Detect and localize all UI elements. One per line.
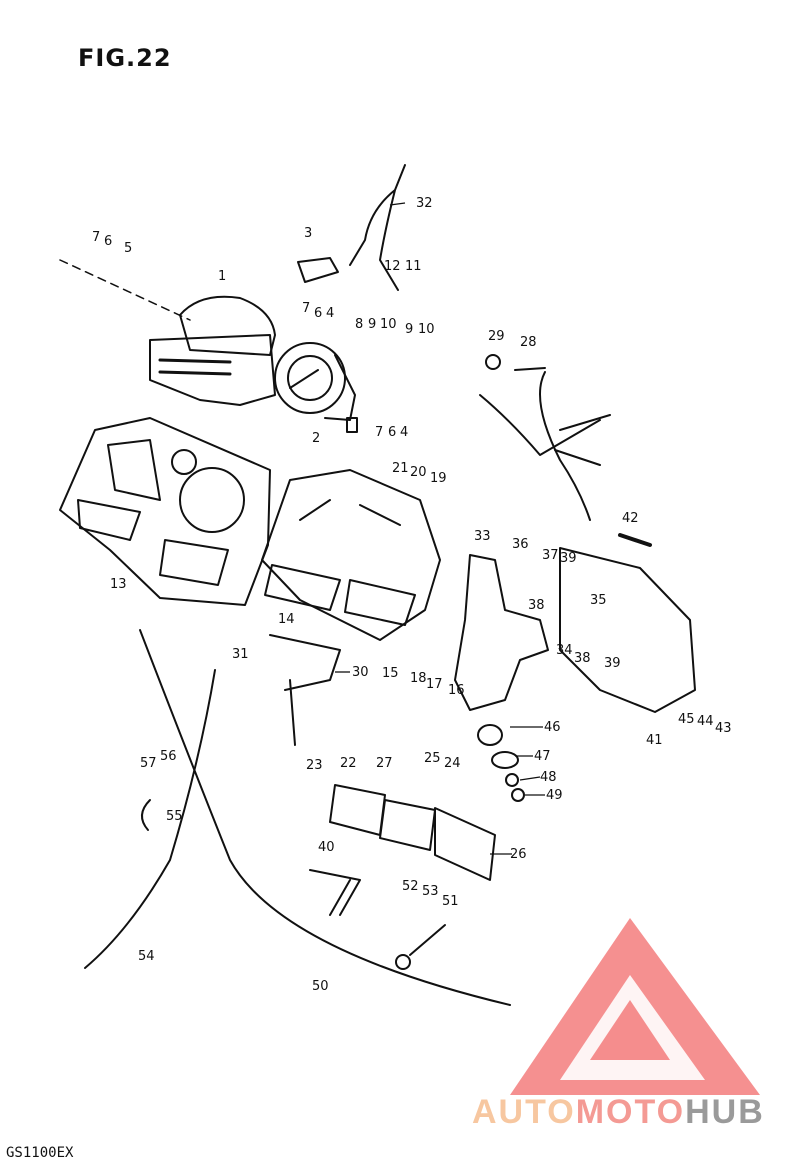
callout-label: 15 (382, 666, 399, 681)
callout-label: 39 (604, 656, 621, 671)
callout-label: 11 (405, 259, 422, 274)
callout-label: 7 (375, 425, 383, 440)
callout-label: 46 (544, 720, 561, 735)
callout-label: 48 (540, 770, 557, 785)
callout-label: 38 (528, 598, 545, 613)
callout-label: 30 (352, 665, 369, 680)
callout-label: 41 (646, 733, 663, 748)
callout-label: 40 (318, 840, 335, 855)
callout-label: 27 (376, 756, 393, 771)
speedometer-part (274, 342, 358, 433)
harness-30-part (269, 634, 341, 746)
callout-label: 21 (392, 461, 409, 476)
callout-label: 4 (326, 306, 334, 321)
callout-label: 25 (424, 751, 441, 766)
board-assembly-part (329, 784, 496, 881)
callout-label: 44 (697, 714, 714, 729)
callout-label: 8 (355, 317, 363, 332)
callout-label: 43 (715, 721, 732, 736)
callout-label: 42 (622, 511, 639, 526)
callout-label: 14 (278, 612, 295, 627)
callout-label: 56 (160, 749, 177, 764)
callout-label: 50 (312, 979, 329, 994)
watermark-text: AUTOMOTOHUB (472, 1093, 765, 1132)
figure-title: FIG.22 (78, 44, 172, 72)
watermark-hub: HUB (685, 1093, 765, 1131)
callout-label: 45 (678, 712, 695, 727)
callout-label: 36 (512, 537, 529, 552)
callout-label: 6 (314, 306, 322, 321)
callout-label: 52 (402, 879, 419, 894)
callout-label: 16 (448, 683, 465, 698)
callout-label: 5 (124, 241, 132, 256)
indicator-bracket-part (297, 257, 339, 283)
callout-label: 29 (488, 329, 505, 344)
tachometer-part (149, 295, 276, 406)
callout-label: 19 (430, 471, 447, 486)
part-47 (491, 751, 519, 769)
callout-label: 1 (218, 269, 226, 284)
callout-label: 33 (474, 529, 491, 544)
part-42 (618, 533, 652, 547)
watermark-auto: AUTO (472, 1093, 576, 1131)
callout-label: 53 (422, 884, 439, 899)
cover-41-part (559, 547, 696, 713)
meter-housing-part (59, 417, 271, 606)
callout-label: 10 (380, 317, 397, 332)
callout-label: 18 (410, 671, 427, 686)
callout-label: 39 (560, 551, 577, 566)
harness-40-part (309, 869, 361, 916)
bracket-33-part (454, 554, 549, 711)
part-48 (505, 773, 519, 787)
callout-label: 3 (304, 226, 312, 241)
callout-label: 26 (510, 847, 527, 862)
harness-32-part (349, 164, 406, 291)
callout-label: 23 (306, 758, 323, 773)
callout-label: 49 (546, 788, 563, 803)
callout-label: 32 (416, 196, 433, 211)
center-panel-part (261, 469, 441, 641)
watermark-moto: MOTO (575, 1093, 686, 1131)
callout-label: 51 (442, 894, 459, 909)
callout-label: 2 (312, 431, 320, 446)
callout-label: 28 (520, 335, 537, 350)
callout-label: 31 (232, 647, 249, 662)
callout-label: 57 (140, 756, 157, 771)
callout-label: 35 (590, 593, 607, 608)
part-46 (477, 724, 503, 746)
callout-label: 6 (104, 234, 112, 249)
callout-label: 37 (542, 548, 559, 563)
cable-50-part (139, 629, 511, 1006)
model-code: GS1100EX (6, 1145, 74, 1161)
callout-label: 47 (534, 749, 551, 764)
callout-label: 55 (166, 809, 183, 824)
callout-label: 10 (418, 322, 435, 337)
callout-label: 9 (405, 322, 413, 337)
callout-label: 9 (368, 317, 376, 332)
part-49 (511, 788, 525, 802)
callout-label: 6 (388, 425, 396, 440)
callout-label: 38 (574, 651, 591, 666)
callout-label: 4 (400, 425, 408, 440)
callout-label: 7 (302, 301, 310, 316)
callout-label: 34 (556, 643, 573, 658)
watermark-logo-icon (510, 918, 760, 1095)
callout-label: 20 (410, 465, 427, 480)
clip-55 (141, 799, 151, 831)
callout-label: 7 (92, 230, 100, 245)
callout-label: 54 (138, 949, 155, 964)
callout-label: 24 (444, 756, 461, 771)
callout-label: 22 (340, 756, 357, 771)
cable-54-part (84, 669, 216, 969)
callout-label: 13 (110, 577, 127, 592)
callout-label: 17 (426, 677, 443, 692)
harness-28-part (479, 354, 611, 521)
callout-label: 12 (384, 259, 401, 274)
part-51 (409, 924, 446, 956)
